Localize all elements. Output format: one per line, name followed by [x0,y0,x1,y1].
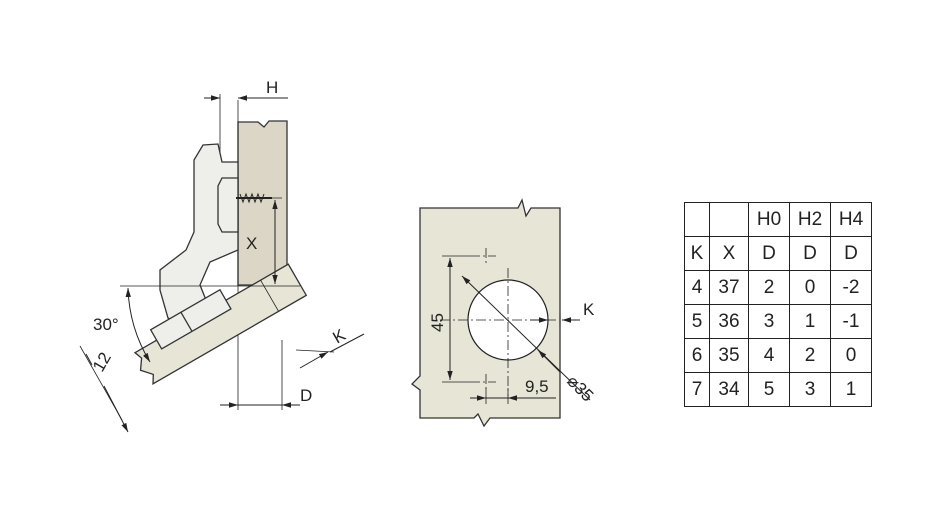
table-cell: D [830,236,872,271]
label-45: 45 [428,313,447,332]
table-cell: 0 [789,270,831,305]
label-9-5: 9,5 [525,377,549,396]
drilling-template: 45 ⌀35 K 9,5 [411,198,597,428]
table-header-row: H0 H2 H4 [684,202,872,237]
table-row: 7 34 5 3 1 [684,372,872,407]
table-cell: 2 [789,338,831,373]
table-cell: 0 [830,338,872,373]
table-row: 6 35 4 2 0 [684,338,872,373]
table-cell: 5 [684,304,710,339]
label-h: H [266,78,278,97]
table-cell: D [789,236,831,271]
table-cell: 3 [789,372,831,407]
table-cell: 6 [684,338,710,373]
label-12: 12 [89,349,115,375]
label-x: X [246,234,257,253]
label-k-side: K [330,325,350,347]
hinge-cup [149,288,232,350]
label-diameter: ⌀35 [563,371,597,405]
table-cell: K [684,236,710,271]
table-cell [684,202,710,237]
table-cell: H4 [830,202,872,237]
mounting-plate [217,177,239,233]
table-cell: 35 [709,338,749,373]
table-row: 4 37 2 0 -2 [684,270,872,305]
label-k-plate: K [583,300,595,319]
hinge-side-view: H X 30° 12 K D [79,78,365,433]
table-cell: X [709,236,749,271]
table-cell: H0 [748,202,790,237]
table-cell: 3 [748,304,790,339]
table-cell: 7 [684,372,710,407]
table-cell: 4 [748,338,790,373]
label-angle: 30° [93,315,119,334]
table-cell: 37 [709,270,749,305]
table-cell: H2 [789,202,831,237]
table-cell [709,202,749,237]
table-cell: -1 [830,304,872,339]
table-cell: 4 [684,270,710,305]
table-cell: 1 [789,304,831,339]
table-row: 5 36 3 1 -1 [684,304,872,339]
label-d: D [300,386,312,405]
table-cell: 1 [830,372,872,407]
table-cell: 5 [748,372,790,407]
table-cell: D [748,236,790,271]
table-subheader-row: K X D D D [684,236,872,271]
table-cell: 34 [709,372,749,407]
cabinet-side-panel [237,120,288,286]
table-cell: 36 [709,304,749,339]
table-cell: 2 [748,270,790,305]
table-cell: -2 [830,270,872,305]
spec-table: H0 H2 H4 K X D D D 4 37 2 0 -2 5 36 3 1 … [684,202,872,407]
